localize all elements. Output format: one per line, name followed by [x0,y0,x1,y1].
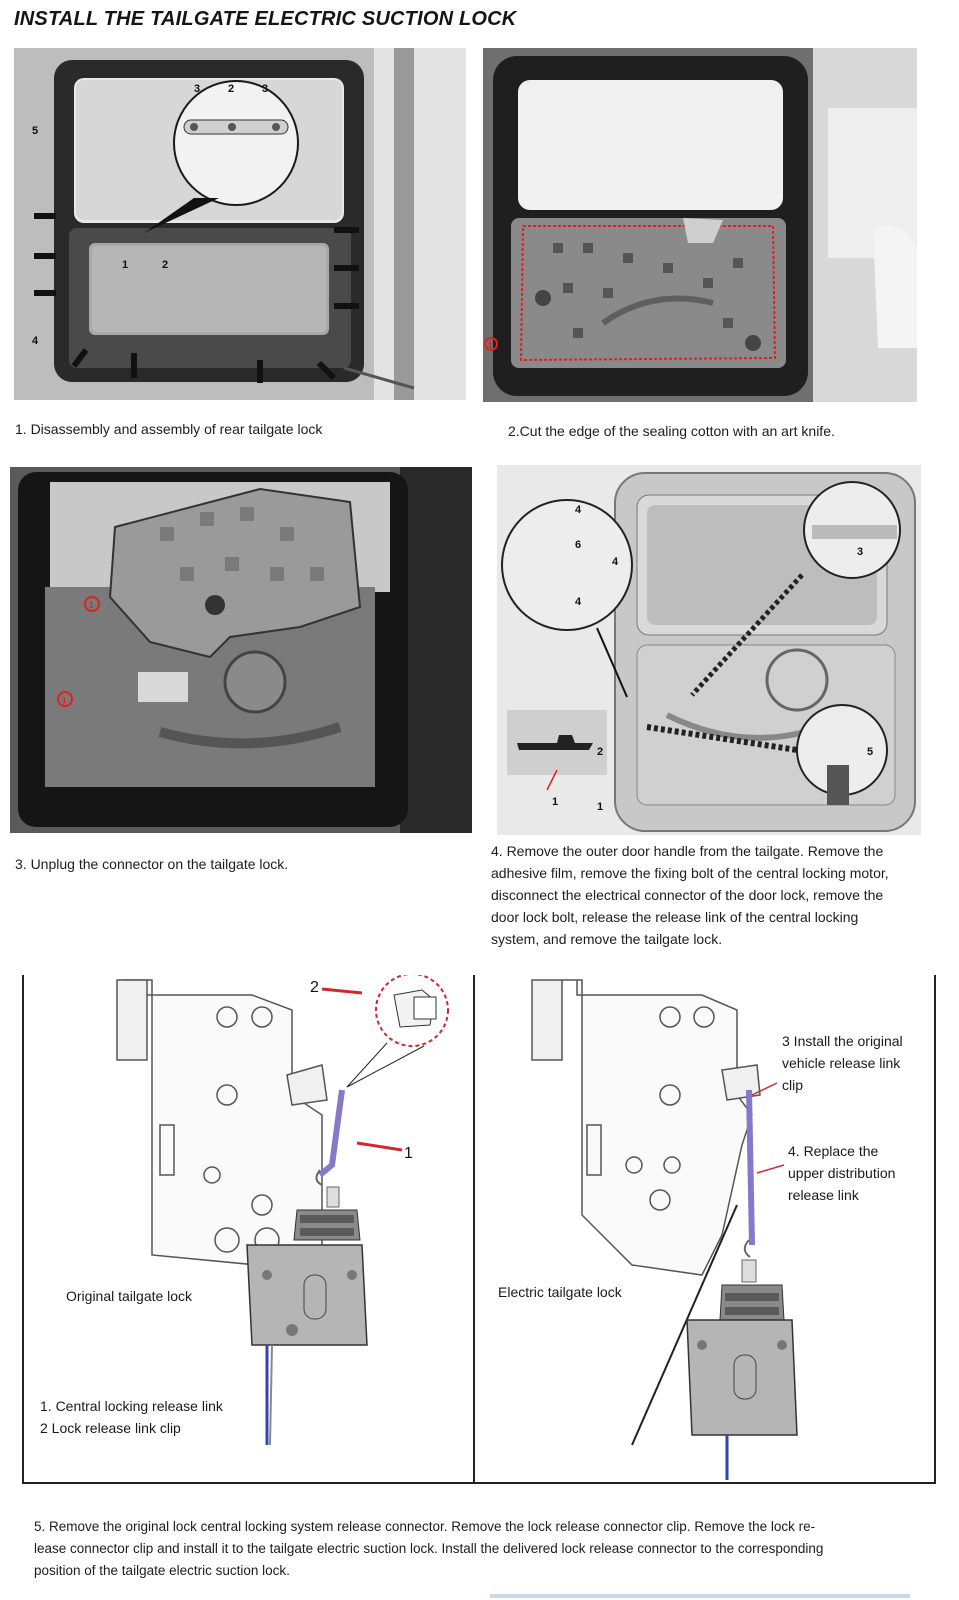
connector-marker-icon [57,691,73,707]
callout-1: 1 [122,259,128,271]
electric-lock-drawing [531,979,761,1276]
legend-lock-release-clip: 2 Lock release link clip [40,1420,181,1436]
label-num-2: 2 [310,979,319,996]
lock-drawings: 2 1 [116,975,798,1480]
callout-3: 3 [857,546,863,558]
clip-detail-icon [375,975,449,1047]
caption-step-4-line: 4. Remove the outer door handle from the… [491,843,884,859]
note-install-clip: 3 Install the original vehicle release l… [782,1030,903,1096]
lock-comparison-diagram: 2 1 Original tailga [22,975,936,1507]
note-install-clip-line: vehicle release link [782,1055,901,1071]
callout-1: 1 [488,341,493,350]
note-install-clip-line: clip [782,1077,804,1093]
note-replace-link: 4. Replace the upper distribution releas… [788,1140,895,1206]
callout-2: 2 [597,746,603,758]
tailgate-connector-photo: 1 1 [10,467,472,833]
photo-step-4: 4 6 4 4 3 2 5 1 1 [497,465,921,835]
callout-1: 1 [597,801,603,813]
note-replace-link-line: upper distribution [788,1165,896,1181]
diagram-divider [473,975,475,1484]
note-install-clip-line: 3 Install the original [782,1033,903,1049]
photo-step-1: 5 4 1 2 3 2 3 [14,48,466,400]
caption-step-3: 3. Unplug the connector on the tailgate … [15,856,289,872]
diagram-right-border [934,975,936,1484]
callout-5: 5 [32,125,38,137]
callout-3: 3 [262,83,268,95]
callout-2: 2 [228,83,234,95]
legend-central-locking-link: 1. Central locking release link [40,1398,223,1414]
caption-step-5: 5. Remove the original lock central lock… [34,1516,934,1582]
central-lock-actuator-left [246,1209,368,1446]
caption-step-4-line: disconnect the electrical connector of t… [491,887,884,903]
callout-4: 4 [575,504,582,516]
release-link-original [318,1089,345,1178]
label-num-1: 1 [404,1145,413,1162]
callout-4: 4 [32,335,39,347]
tailgate-interior-photo: 5 4 1 2 3 2 3 [14,48,466,400]
note-replace-link-line: release link [788,1187,859,1203]
note-replace-link-line: 4. Replace the [788,1143,879,1159]
original-lock-caption: Original tailgate lock [66,1288,193,1304]
callout-1: 1 [62,696,67,705]
diagram-bottom-border [22,1482,936,1484]
caption-step-4-line: door lock bolt, release the release link… [491,909,859,925]
electric-lock-caption: Electric tailgate lock [498,1284,622,1300]
callout-4: 4 [575,596,582,608]
photo-step-3: 1 1 [10,467,472,833]
cut-marker-icon [484,337,498,351]
caption-step-5-line: 5. Remove the original lock central lock… [34,1519,816,1534]
bottom-accent-bar [490,1594,910,1598]
callout-2: 2 [162,259,168,271]
callout-1: 1 [89,601,94,610]
release-cable [631,1204,738,1446]
caption-step-4-line: adhesive film, remove the fixing bolt of… [491,865,889,881]
caption-step-5-line: position of the tailgate electric suctio… [34,1563,290,1578]
callout-6: 6 [575,539,581,551]
tailgate-lock-drawing: 4 6 4 4 3 2 5 1 1 [497,465,921,835]
callout-1: 1 [552,796,558,808]
connector-marker-icon [84,596,100,612]
page-title: INSTALL THE TAILGATE ELECTRIC SUCTION LO… [14,8,517,30]
callout-5: 5 [867,746,873,758]
caption-step-4-line: system, and remove the tailgate lock. [491,931,723,947]
original-lock-drawing [116,979,328,1276]
callout-3: 3 [194,83,200,95]
release-link-replacement [746,1089,755,1246]
photo-step-2: 1 [483,48,917,402]
central-lock-actuator-right [686,1259,798,1480]
caption-step-1: 1. Disassembly and assembly of rear tail… [15,421,323,437]
caption-step-4: 4. Remove the outer door handle from the… [491,840,931,950]
diagram-left-border [22,975,24,1484]
callout-4: 4 [612,556,619,568]
tailgate-sealing-photo: 1 [483,48,917,402]
caption-step-2: 2.Cut the edge of the sealing cotton wit… [508,423,835,439]
caption-step-5-line: lease connector clip and install it to t… [34,1541,824,1556]
